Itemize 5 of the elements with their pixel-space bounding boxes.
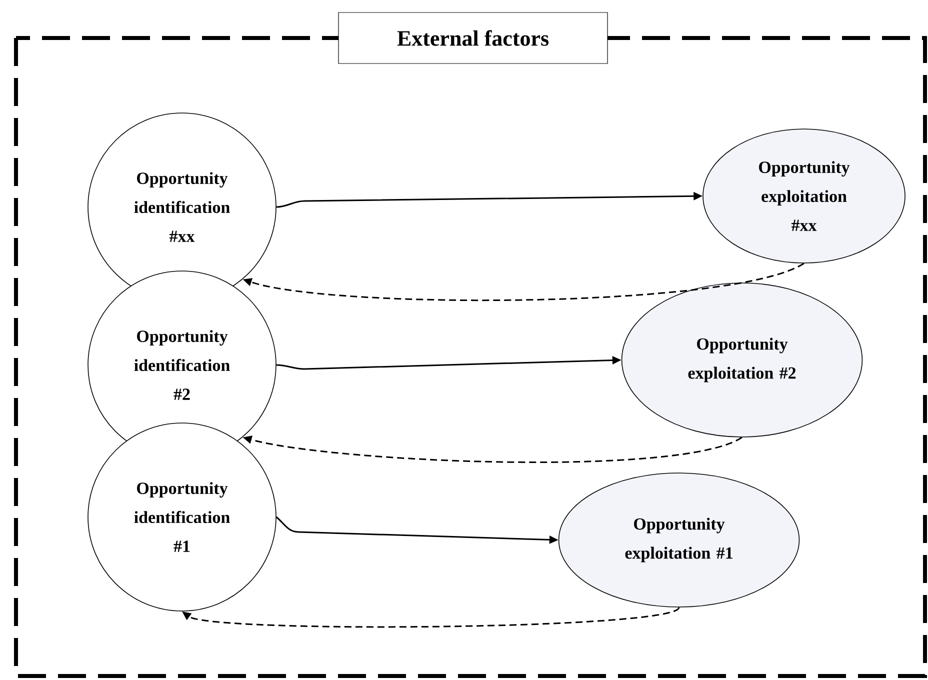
title-box: External factors [338,12,608,64]
ellipse-node: Opportunity exploitation #2 [621,282,863,438]
circle-node: Opportunity identification #1 [88,422,276,612]
ellipse-node: Opportunity exploitation #xx [702,128,906,264]
ellipse-node: Opportunity exploitation #1 [558,472,800,608]
